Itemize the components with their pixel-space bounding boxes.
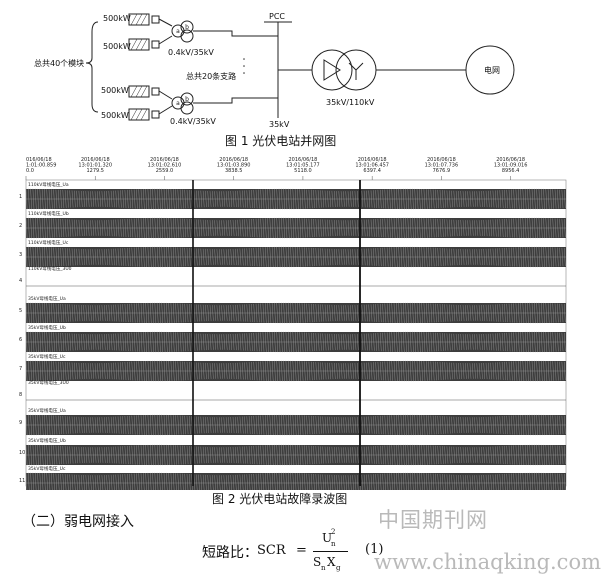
time-tick-label: 13:01:09.016 <box>494 163 528 169</box>
module-brace <box>85 21 99 113</box>
pv-panel-icon <box>128 85 150 98</box>
fault-recording-chart: 110kV母线电压_Ua 1 110kV母线电压_Ub 2 110kV母线电压_Uc 3 1… <box>19 157 567 490</box>
transformer-winding-icon <box>180 29 194 43</box>
transformer-winding-icon <box>180 92 194 106</box>
transformer-ratio-label: 0.4kV/35kV <box>170 117 216 126</box>
panel-rating-label: 500kW <box>101 111 129 120</box>
time-tick-label: 2016/06/18 <box>289 157 318 163</box>
panel-rating-label: 500kW <box>103 14 131 23</box>
time-tick-label: 2559.0 <box>156 168 174 174</box>
time-tick-label: 13:01:05.177 <box>286 163 320 169</box>
time-tick-label: 13:01:07.736 <box>425 163 459 169</box>
time-tick-label: 2016/06/18 <box>219 157 248 163</box>
time-tick-label: 1:01:00.859 <box>26 163 56 169</box>
time-tick-label: 6397.4 <box>363 168 381 174</box>
time-tick-label: 2016/06/18 <box>427 157 456 163</box>
time-tick-label: 13:01:02.610 <box>148 163 182 169</box>
main-transformer-label: 35kV/110kV <box>326 98 375 107</box>
time-tick-label: 13:01:01.320 <box>78 163 112 169</box>
grid-connection-diagram: a b a b <box>85 13 515 121</box>
section-heading: （二）弱电网接入 <box>22 514 134 530</box>
formula-denominator-s: S <box>313 555 322 569</box>
pv-panel-icon <box>128 108 150 121</box>
time-tick-label: 7676.9 <box>433 168 451 174</box>
transformer-winding-icon <box>180 20 194 34</box>
figure-2-caption: 图 2 光伏电站故障录波图 <box>212 492 348 506</box>
time-tick-label: 2016/06/18 <box>496 157 525 163</box>
channel-number: 5 <box>19 308 22 314</box>
inverter-icon <box>151 40 160 49</box>
channel-number: 7 <box>19 366 22 372</box>
panel-rating-label: 500kW <box>103 42 131 51</box>
inverter-icon <box>151 87 160 96</box>
channel-label: 110kV母线电压_Ub <box>28 210 69 217</box>
formula-lhs: SCR <box>257 543 286 558</box>
svg-text:b: b <box>185 96 189 103</box>
svg-text:a: a <box>176 100 180 107</box>
module-count-label: 总共40个模块 <box>34 59 85 68</box>
time-tick-label: 2016/06/18 <box>81 157 110 163</box>
watermark-url: www.chinaqking.com <box>374 550 602 574</box>
channel-label: 35kV母线电压_Ub <box>28 324 66 331</box>
channel-label: 35kV母线电压_Ub <box>28 437 66 444</box>
svg-text:b: b <box>185 24 189 31</box>
grid-label: 电网 <box>484 66 500 75</box>
channel-number: 3 <box>19 252 22 258</box>
channel-number: 11 <box>19 478 25 484</box>
formula-label: 短路比： <box>202 545 258 561</box>
formula-denominator-s-sub: n <box>321 564 326 572</box>
pv-panel-icon <box>128 38 150 51</box>
fraction-bar <box>313 551 348 552</box>
channel-label: 110kV母线电压_3U0 <box>28 265 72 272</box>
time-tick-label: 2016/06/18 <box>150 157 179 163</box>
inverter-icon <box>151 15 160 24</box>
figure-1-caption: 图 1 光伏电站并网图 <box>225 134 337 148</box>
panel-rating-label: 500kW <box>101 86 129 95</box>
formula-denominator-x: X <box>327 555 336 569</box>
pv-panel-icon <box>128 13 150 26</box>
time-tick-label: 13:01:03.890 <box>217 163 251 169</box>
channel-number: 9 <box>19 420 22 426</box>
time-tick-label: 13:01:06.457 <box>355 163 389 169</box>
channel-label: 110kV母线电压_Uc <box>28 239 69 246</box>
inverter-icon <box>151 110 160 119</box>
bus-voltage-label: 35kV <box>269 120 290 129</box>
formula-numerator: U <box>322 531 333 545</box>
pcc-label: PCC <box>269 12 285 21</box>
time-tick-label: 0.0 <box>26 168 34 174</box>
time-tick-label: 1279.5 <box>86 168 104 174</box>
formula-denominator-x-sub: g <box>336 564 341 572</box>
time-tick-label: 5118.0 <box>294 168 312 174</box>
svg-text:a: a <box>176 28 180 35</box>
channel-number: 4 <box>19 278 22 284</box>
time-tick-label: 2016/06/18 <box>358 157 387 163</box>
formula-numerator-sub: n <box>331 540 336 548</box>
transformer-winding-icon <box>180 101 194 115</box>
transformer-ratio-label: 0.4kV/35kV <box>168 48 214 57</box>
watermark-title: 中国期刊网 <box>378 508 488 532</box>
channel-number: 1 <box>19 194 22 200</box>
channel-number: 10 <box>19 450 25 456</box>
time-tick-label: 8956.4 <box>502 168 520 174</box>
channel-label: 35kV母线电压_Ua <box>28 295 66 302</box>
channel-label: 35kV母线电压_Uc <box>28 353 66 360</box>
channel-label: 110kV母线电压_Ua <box>28 181 69 188</box>
channel-label: 35kV母线电压_3U0 <box>28 379 69 386</box>
channel-number: 2 <box>19 223 22 229</box>
formula-equals: = <box>296 543 307 558</box>
main-transformer-primary-icon <box>311 49 353 91</box>
channel-label: 35kV母线电压_Uc <box>28 465 66 472</box>
formula-numerator-sup: 2 <box>331 528 336 536</box>
formula-number: (1) <box>365 542 384 557</box>
channel-number: 6 <box>19 337 22 343</box>
channel-number: 8 <box>19 392 22 398</box>
time-tick-label: 3838.5 <box>225 168 243 174</box>
channel-label: 35kV母线电压_Ua <box>28 407 66 414</box>
grid-icon <box>465 45 515 95</box>
time-tick-label: 016/06/18 <box>26 157 52 163</box>
branch-count-label: 总共20条支路 <box>186 72 237 81</box>
